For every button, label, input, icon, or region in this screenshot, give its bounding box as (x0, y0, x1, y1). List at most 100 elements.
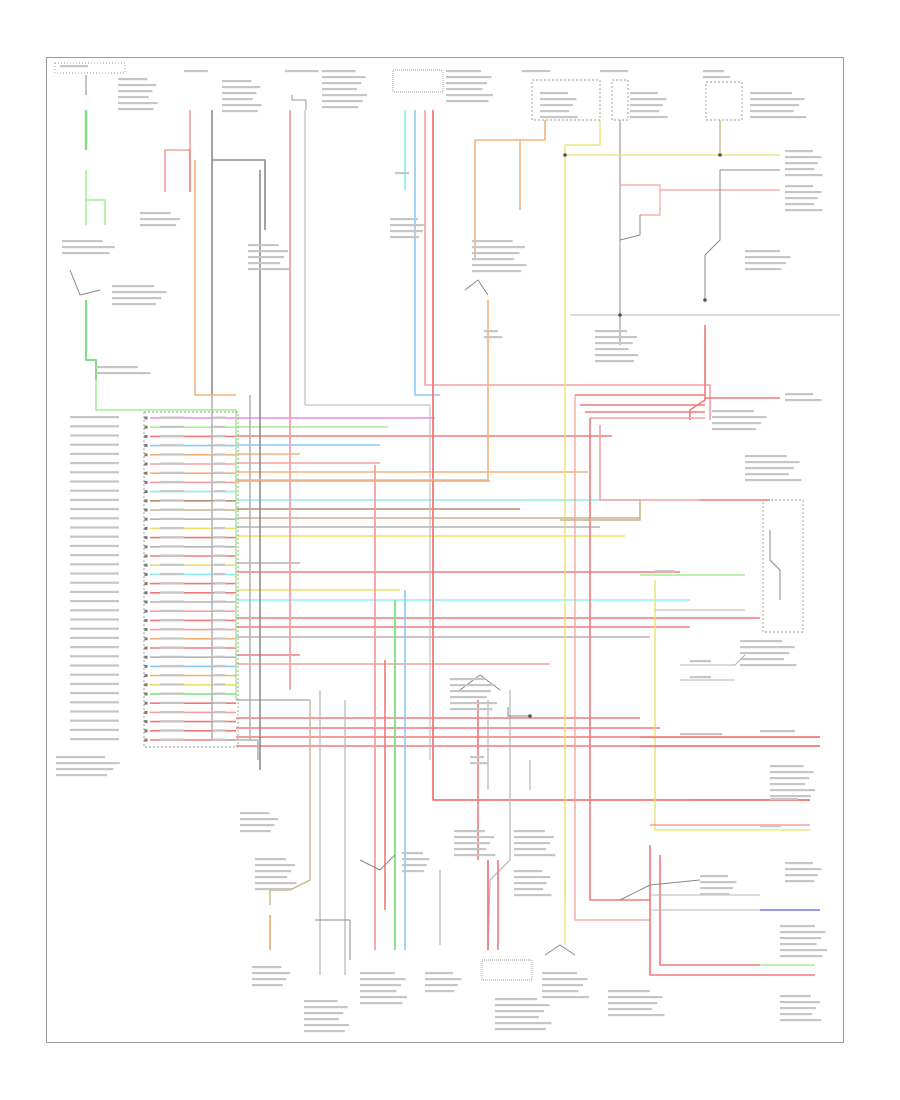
mlp-sensor-label (360, 1002, 403, 1005)
module-pin (144, 664, 148, 668)
pin-number-label (214, 545, 226, 548)
sensor-description-label (112, 303, 156, 306)
ground-point-label (785, 874, 818, 877)
pin-function-label (70, 563, 119, 566)
shift-solenoid-label (745, 455, 787, 458)
pin-number-label (214, 628, 226, 631)
module-pin (144, 471, 148, 475)
data-link-connector-label (712, 416, 767, 419)
vss-wire (574, 395, 650, 921)
wire-color-label (160, 582, 184, 585)
pin-function-label (70, 471, 119, 474)
module-pin (144, 526, 148, 530)
speed-sensor-label (495, 998, 537, 1001)
mlp-description-label (402, 870, 424, 873)
cruise-control-label (785, 168, 815, 171)
sensor-label (425, 978, 462, 981)
diagram-border (46, 57, 844, 1043)
epc-solenoid-label (740, 646, 795, 649)
fuse-description-label (118, 96, 149, 99)
component-label (184, 70, 208, 73)
pin-function-label (70, 719, 119, 722)
wire-color-label (160, 517, 184, 520)
output-speed-sensor-label (770, 795, 811, 798)
shift-solenoid-label (745, 473, 789, 476)
ground-label (248, 250, 289, 253)
wire-label (690, 660, 711, 663)
vehicle-speed-sensor-label (700, 875, 728, 878)
fuse-description-label (630, 92, 658, 95)
speed-control-description-label (514, 870, 542, 873)
data-link-connector-label (712, 422, 762, 425)
fuse-description-label (118, 108, 154, 111)
mlp-sensor-label (360, 990, 397, 993)
data-link-connector-label (712, 410, 754, 413)
wire-label (690, 676, 711, 679)
pin-number-label (214, 720, 226, 723)
pin-number-label (214, 600, 226, 603)
trs-wire (95, 380, 237, 700)
relay-diode (619, 215, 641, 241)
component-description-label (322, 100, 363, 103)
pin-function-label (70, 517, 119, 520)
module-pin (144, 499, 148, 503)
pin-function-label (70, 581, 119, 584)
module-pin (144, 701, 148, 705)
pin-function-label (70, 508, 119, 511)
pin-function-label (70, 682, 119, 685)
pin-number-label (214, 563, 226, 566)
relay-description-label (745, 268, 782, 271)
wire-color-label (96, 372, 151, 375)
pin-function-label (70, 462, 119, 465)
brake-switch-label (785, 197, 818, 200)
cruise-control-label (785, 162, 818, 165)
module-pin (144, 453, 148, 457)
output-speed-sensor-label (770, 765, 804, 768)
ground-label (595, 336, 637, 339)
module-pin (144, 554, 148, 558)
module-pin (144, 646, 148, 650)
fuse-feed-wire (564, 120, 601, 900)
pin-number-label (214, 444, 226, 447)
fuse-description-label (450, 684, 496, 687)
sensor-label (425, 984, 458, 987)
fuse-description-label (118, 84, 157, 87)
daytime-running-lamp-label (608, 1008, 652, 1011)
pin-function-label (70, 673, 119, 676)
pin-number-label (214, 646, 226, 649)
ground-label (595, 354, 639, 357)
module-pin (144, 582, 148, 586)
speed-sensor-label (495, 1022, 552, 1025)
ignition-wire (85, 170, 106, 225)
pin-number-label (214, 526, 226, 530)
module-pin (144, 517, 148, 521)
speed-sensor-label (495, 1004, 550, 1007)
powertrain-control-module-label (56, 768, 114, 771)
pin-number-label (214, 738, 226, 741)
output-speed-sensor-label (770, 783, 806, 786)
mlp-switch-symbol (359, 854, 396, 871)
pin-function-label (70, 554, 119, 557)
pin-function-label (70, 609, 119, 612)
speed-sensor-label (446, 88, 483, 91)
connector-loop (291, 95, 307, 110)
module-pin (144, 637, 148, 641)
transmission-control-switch-label (472, 258, 515, 261)
fuse-description-label (540, 110, 570, 113)
wire-color-label (160, 720, 184, 723)
speed-control-description-label (514, 876, 551, 879)
relay-description-label (745, 256, 791, 259)
mlp-sensor-label (360, 978, 406, 981)
indicator-lamp-label (780, 995, 811, 998)
wire-color-label (160, 674, 184, 677)
brake-switch-label (542, 984, 583, 987)
epc-solenoid-label (740, 640, 782, 643)
component-description-label (322, 76, 366, 79)
component-description-label (322, 88, 358, 91)
wire-color-label (160, 416, 184, 419)
speed-control-label (514, 848, 547, 851)
wire-color-label (160, 609, 184, 612)
tps-connector-label (304, 1030, 345, 1033)
tps-connector-label (304, 1012, 344, 1015)
pin-number-label (214, 692, 226, 695)
